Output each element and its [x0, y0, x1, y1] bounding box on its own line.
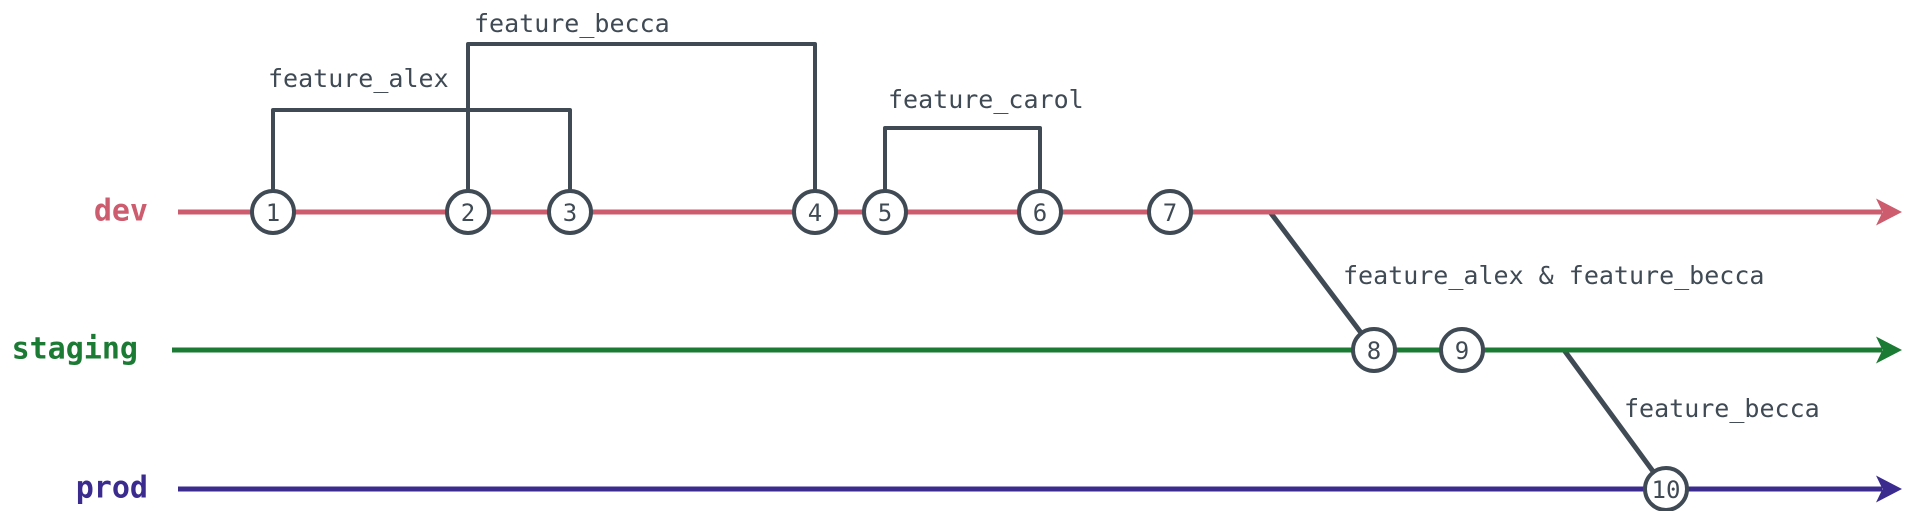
commit-node-5[interactable]: 5: [862, 189, 908, 235]
branch-label-prod: prod: [76, 471, 148, 506]
merge-line-merge-dev-to-staging: [1267, 209, 1377, 353]
commit-node-1[interactable]: 1: [250, 189, 296, 235]
commit-node-6[interactable]: 6: [1017, 189, 1063, 235]
commit-number-8: 8: [1367, 337, 1381, 365]
commit-circle-2: [445, 189, 491, 235]
commit-circle-9: [1439, 327, 1485, 373]
feature-bracket-feature_alex: [271, 108, 572, 193]
commit-circle-1: [250, 189, 296, 235]
commit-circle-6: [1017, 189, 1063, 235]
feature-bracket-feature_becca: [466, 42, 817, 193]
commits-layer: 1 2 3 4 5 6 7 8 9 10: [250, 189, 1689, 511]
commit-number-10: 10: [1652, 476, 1681, 504]
merge-line-merge-staging-to-prod: [1561, 347, 1669, 492]
commit-node-7[interactable]: 7: [1147, 189, 1193, 235]
feature-label-feature_carol: feature_carol: [888, 85, 1084, 114]
commit-circle-5: [862, 189, 908, 235]
commit-number-3: 3: [563, 199, 577, 227]
commit-number-5: 5: [878, 199, 892, 227]
commit-circle-7: [1147, 189, 1193, 235]
commit-number-4: 4: [808, 199, 822, 227]
commit-node-10[interactable]: 10: [1643, 466, 1689, 511]
commit-number-1: 1: [266, 199, 280, 227]
merge-lines-layer: [1267, 209, 1669, 492]
commit-node-2[interactable]: 2: [445, 189, 491, 235]
branch-label-staging: staging: [12, 332, 138, 367]
text-labels-layer: feature_alexfeature_beccafeature_carolfe…: [268, 9, 1820, 423]
commit-number-6: 6: [1033, 199, 1047, 227]
commit-node-3[interactable]: 3: [547, 189, 593, 235]
branch-lines-layer: [172, 198, 1902, 503]
commit-number-7: 7: [1163, 199, 1177, 227]
feature-label-feature_becca: feature_becca: [474, 9, 670, 38]
commit-number-9: 9: [1455, 337, 1469, 365]
branch-label-dev: dev: [94, 194, 148, 229]
merge-label-merge-dev-to-staging: feature_alex & feature_becca: [1343, 261, 1764, 290]
commit-circle-8: [1351, 327, 1397, 373]
commit-node-8[interactable]: 8: [1351, 327, 1397, 373]
commit-node-9[interactable]: 9: [1439, 327, 1485, 373]
commit-node-4[interactable]: 4: [792, 189, 838, 235]
branch-labels-layer: dev staging prod: [12, 194, 148, 506]
merge-label-merge-staging-to-prod: feature_becca: [1624, 394, 1820, 423]
commit-circle-10: [1643, 466, 1689, 511]
feature-brackets-layer: [271, 42, 1042, 193]
commit-circle-4: [792, 189, 838, 235]
feature-bracket-feature_carol: [883, 126, 1042, 193]
commit-circle-3: [547, 189, 593, 235]
feature-label-feature_alex: feature_alex: [268, 64, 449, 93]
commit-number-2: 2: [461, 199, 475, 227]
